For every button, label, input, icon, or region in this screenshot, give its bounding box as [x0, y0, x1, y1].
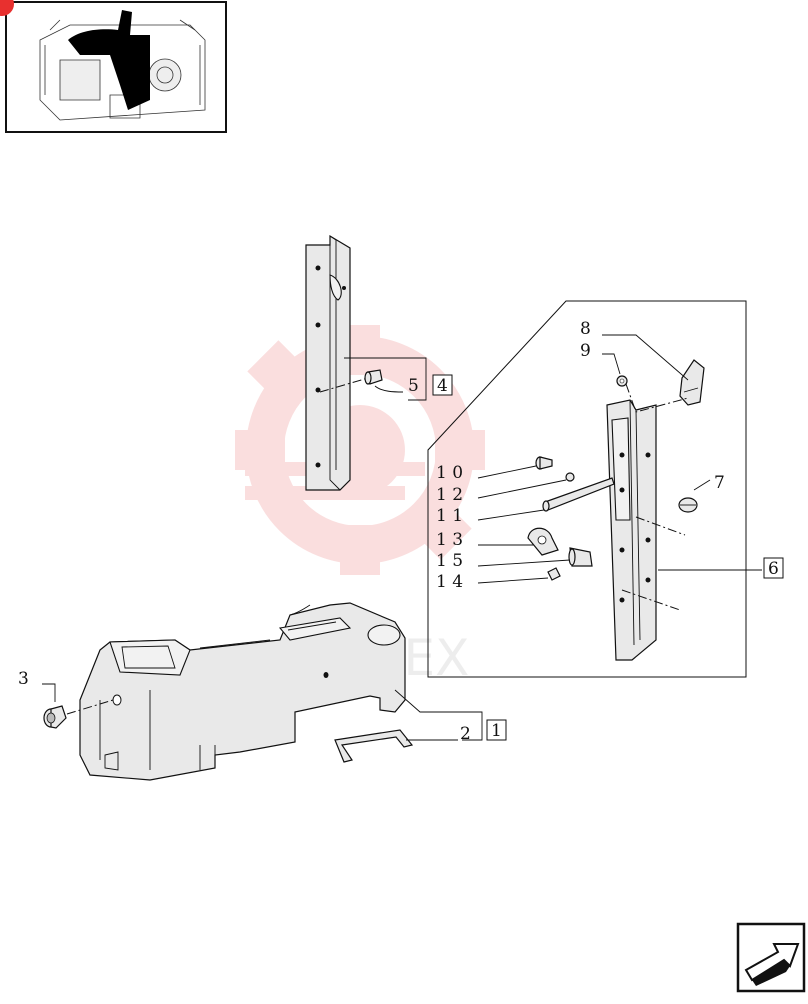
part-5-pin: [364, 369, 383, 385]
part-1-console: [66, 602, 406, 781]
label-b6: 6: [768, 559, 779, 579]
part-3-grommet: [43, 705, 67, 729]
box-label-1: 1: [486, 719, 507, 741]
part-9-nut: [616, 375, 628, 387]
highlighted-console-shape: [68, 10, 150, 110]
callout-13: 1 3: [436, 530, 463, 550]
box-label-4: 4: [432, 374, 453, 396]
part-10-screw: [535, 456, 553, 470]
callout-3: 3: [18, 669, 29, 689]
label-b1: 1: [491, 721, 502, 741]
cab-sketch: [39, 19, 206, 121]
box-label-6: 6: [763, 557, 784, 579]
location-thumbnail[interactable]: [0, 0, 227, 133]
callout-14: 1 4: [436, 572, 463, 592]
red-badge-icon: [0, 0, 14, 16]
callout-15: 1 5: [436, 551, 463, 571]
part-4-post: [305, 234, 369, 491]
callout-7: 7: [714, 473, 725, 493]
callout-5: 5: [408, 376, 419, 396]
label-b4: 4: [437, 376, 448, 396]
callout-2: 2: [460, 724, 471, 744]
callout-10: 1 0: [436, 463, 463, 483]
callout-8: 8: [580, 319, 591, 339]
part-6-rail: [606, 399, 686, 661]
part-12-nut: [565, 472, 575, 482]
part-2-bracket: [334, 729, 414, 763]
callout-11: 1 1: [436, 506, 463, 526]
callout-9: 9: [580, 341, 591, 361]
part-11-rod: [542, 477, 615, 512]
part-8-handle: [679, 359, 705, 406]
part-13-clip: [527, 527, 559, 556]
part-7-cap: [678, 497, 698, 513]
next-page-arrow-icon[interactable]: [736, 922, 806, 993]
part-14-pin: [547, 567, 561, 581]
detail-panel: [427, 300, 747, 678]
callout-12: 1 2: [436, 485, 463, 505]
part-15-bushing: [568, 547, 593, 567]
